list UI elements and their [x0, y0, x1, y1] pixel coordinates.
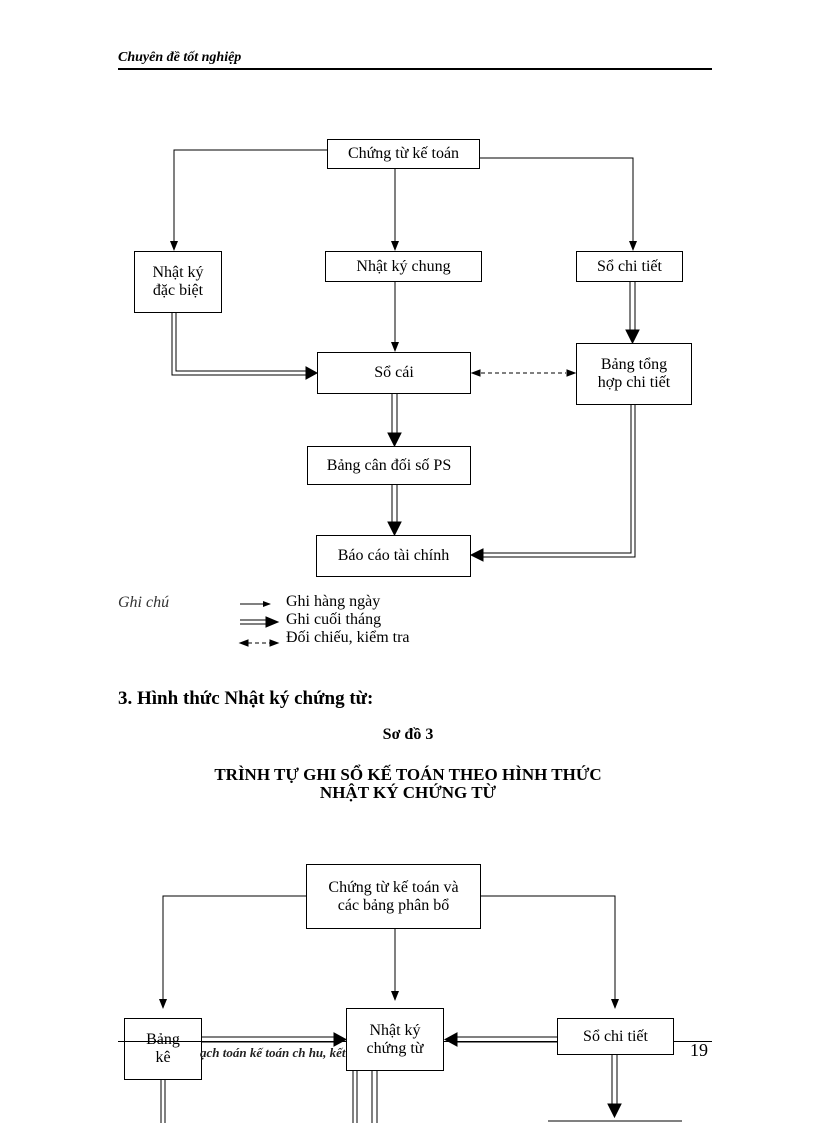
- voucher-journal-box: Nhật ký chứng từ: [346, 1008, 444, 1071]
- trial-balance-box: Bảng cân đối số PS: [307, 446, 471, 485]
- financial-report-box: Báo cáo tài chính: [316, 535, 471, 577]
- section-title: 3. Hình thức Nhật ký chứng từ:: [118, 688, 374, 709]
- legend-daily: Ghi hàng ngày: [286, 593, 381, 610]
- detail-summary-box: Bảng tổng hợp chi tiết: [576, 343, 692, 405]
- general-ledger-box: Sổ cái: [317, 352, 471, 394]
- diagram-label: Sơ đồ 3: [382, 726, 434, 743]
- monthly-arrows: [171, 281, 640, 562]
- voucher-allocation-box: Chứng từ kế toán và các bảng phân bổ: [306, 864, 481, 929]
- accounting-voucher-box: Chứng từ kế toán: [327, 139, 480, 169]
- legend-label: Ghi chú: [118, 594, 170, 611]
- diagram2-arrows: [159, 895, 682, 1123]
- page-number: 19: [690, 1040, 708, 1060]
- legend-samples: [238, 601, 280, 647]
- general-journal-box: Nhật ký chung: [325, 251, 482, 282]
- daily-arrows: [170, 149, 637, 352]
- legend-reconcile: Đối chiếu, kiểm tra: [286, 629, 410, 646]
- legend-monthly: Ghi cuối tháng: [286, 611, 382, 628]
- diagram-title: TRÌNH TỰ GHI SỔ KẾ TOÁN THEO HÌNH THỨC N…: [214, 765, 602, 802]
- detail-ledger-box: Sổ chi tiết: [576, 251, 683, 282]
- special-journal-box: Nhật ký đặc biệt: [134, 251, 222, 313]
- reconcile-arrow: [470, 369, 577, 377]
- footer-text: ạch toán kế toán ch hu, kết quả của: [200, 1045, 392, 1060]
- detail-ledger-box-2: Sổ chi tiết: [557, 1018, 674, 1055]
- listing-box: Bảng kê: [124, 1018, 202, 1080]
- header-rule: [118, 68, 712, 70]
- header-title: Chuyên đề tốt nghiệp: [118, 50, 242, 65]
